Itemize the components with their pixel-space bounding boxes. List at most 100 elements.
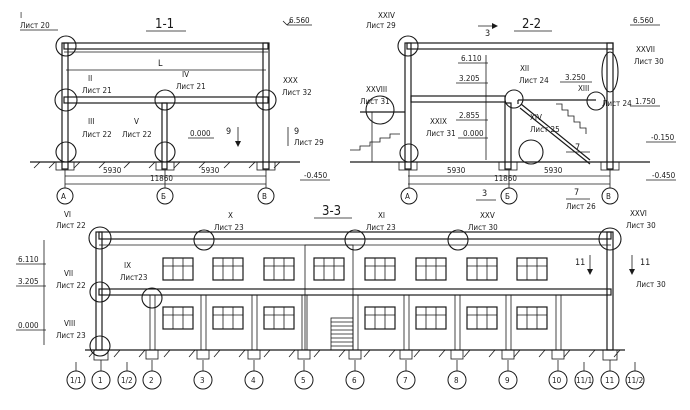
callout-circle-XXVII (601, 51, 619, 93)
callout-sheet: Лист 30 (634, 57, 664, 66)
callout-sheet: Лист 22 (56, 281, 86, 290)
column-b (504, 102, 512, 170)
callout-num: X (228, 211, 233, 220)
floor-slab (98, 288, 612, 296)
callout-sheet: Лист 31 (426, 129, 456, 138)
callout-sheet: Лист 32 (282, 88, 312, 97)
window (313, 257, 345, 281)
footings (93, 349, 618, 361)
section-2-2: 2-2 3 XXIV Лист 29 XXVII Лист 30 XII (350, 11, 676, 211)
axis-label: 1/1 (70, 376, 82, 385)
level-mark: -0.450 (652, 171, 676, 180)
stair-flight (517, 99, 596, 165)
axis-bubble-v (257, 187, 275, 205)
footing (498, 161, 518, 171)
callout-num: II (88, 74, 92, 83)
callout-num: XIV (530, 113, 542, 122)
column-v (606, 42, 614, 170)
callout-sheet: Лист 29 (366, 21, 396, 30)
axis-bubbles (66, 370, 645, 390)
axis-label: А (61, 192, 66, 201)
callout-num: IV (182, 70, 189, 79)
callout-sheet: Лист23 (120, 273, 147, 282)
level-mark: 6.560 (289, 16, 310, 25)
dim-text: 5930 (103, 166, 122, 175)
callout-num: XXVI (630, 209, 647, 218)
callout-circle-XXVI (598, 227, 622, 251)
column (301, 294, 308, 351)
callout-circle-IX (141, 287, 163, 309)
callout-circle-III (55, 141, 77, 163)
callout-sheet: Лист 23 (366, 223, 396, 232)
cut-number: 7 (574, 188, 579, 198)
callout-circle-V (154, 141, 176, 163)
level-mark: 6.110 (461, 54, 482, 63)
axis-bubble (574, 370, 594, 390)
column-v (262, 42, 270, 170)
level-mark: 1.750 (635, 97, 656, 106)
cut-number: 11 (575, 258, 585, 268)
level-mark: 3.205 (18, 277, 39, 286)
axis-bubble (294, 370, 314, 390)
arrow-head (587, 269, 593, 275)
callout-num: XXVIII (366, 85, 387, 94)
axis-bubble-b (156, 187, 174, 205)
axis-bubble-b (500, 187, 518, 205)
window (516, 257, 548, 281)
axis-bubble (548, 370, 568, 390)
axis-label: 1 (98, 376, 103, 385)
callout-sheet: Лист 22 (122, 130, 152, 139)
window (415, 257, 447, 281)
stair-steps (556, 103, 587, 134)
roof-slab (98, 231, 612, 240)
axis-labels: 1/1 1 1/2 2 3 4 5 6 7 8 9 10 11/1 11 11/… (70, 376, 643, 385)
axis-label: 8 (454, 376, 459, 385)
column (454, 294, 461, 351)
callout-circle-II (54, 88, 78, 112)
axis-label: Б (505, 192, 510, 201)
callout-num: VII (64, 269, 73, 278)
column (505, 294, 512, 351)
column (200, 294, 207, 351)
axis-label: Б (161, 192, 166, 201)
stair-treads (331, 321, 353, 347)
callout-sheet: Лист 23 (56, 331, 86, 340)
level-mark: 6.560 (633, 16, 654, 25)
cut-number: 9 (226, 127, 231, 137)
level-mark: 0.000 (18, 321, 39, 330)
window (212, 257, 244, 281)
callout-sheet: Лист 21 (82, 86, 112, 95)
axis-bubble-a (400, 187, 418, 205)
cut-number: 3 (482, 189, 487, 199)
dim-text: 5930 (544, 166, 563, 175)
callout-sheet: Лист 22 (82, 130, 112, 139)
dim-text: 11860 (494, 174, 517, 183)
dim-text: 11860 (150, 174, 173, 183)
ground-hatch (33, 161, 281, 169)
dim-text: 5930 (201, 166, 220, 175)
section-title-3-3: 3-3 (322, 204, 341, 219)
window (162, 306, 194, 330)
roof-slab (63, 42, 269, 50)
callout-sheet: Лист 24 (602, 99, 632, 108)
axis-bubble (66, 370, 86, 390)
window (516, 306, 548, 330)
porch-steps (350, 133, 400, 151)
ground-hatch (88, 349, 621, 358)
callout-circle-VI (88, 226, 112, 250)
window (466, 306, 498, 330)
callout-num: VI (64, 210, 71, 219)
axis-bubble (447, 370, 467, 390)
level-mark: 0.000 (463, 129, 484, 138)
cut-number: 9 (294, 127, 299, 137)
window (364, 257, 396, 281)
arrow-head (492, 23, 498, 29)
section-3-3: 3-3 (16, 204, 666, 390)
callout-circle-XII (504, 89, 524, 109)
column (403, 294, 410, 351)
column (555, 294, 562, 351)
callout-circle-IV (154, 89, 176, 111)
callout-circle-XIV (518, 139, 544, 165)
callout-num: V (134, 117, 139, 126)
cut-number: 11 (640, 258, 650, 268)
